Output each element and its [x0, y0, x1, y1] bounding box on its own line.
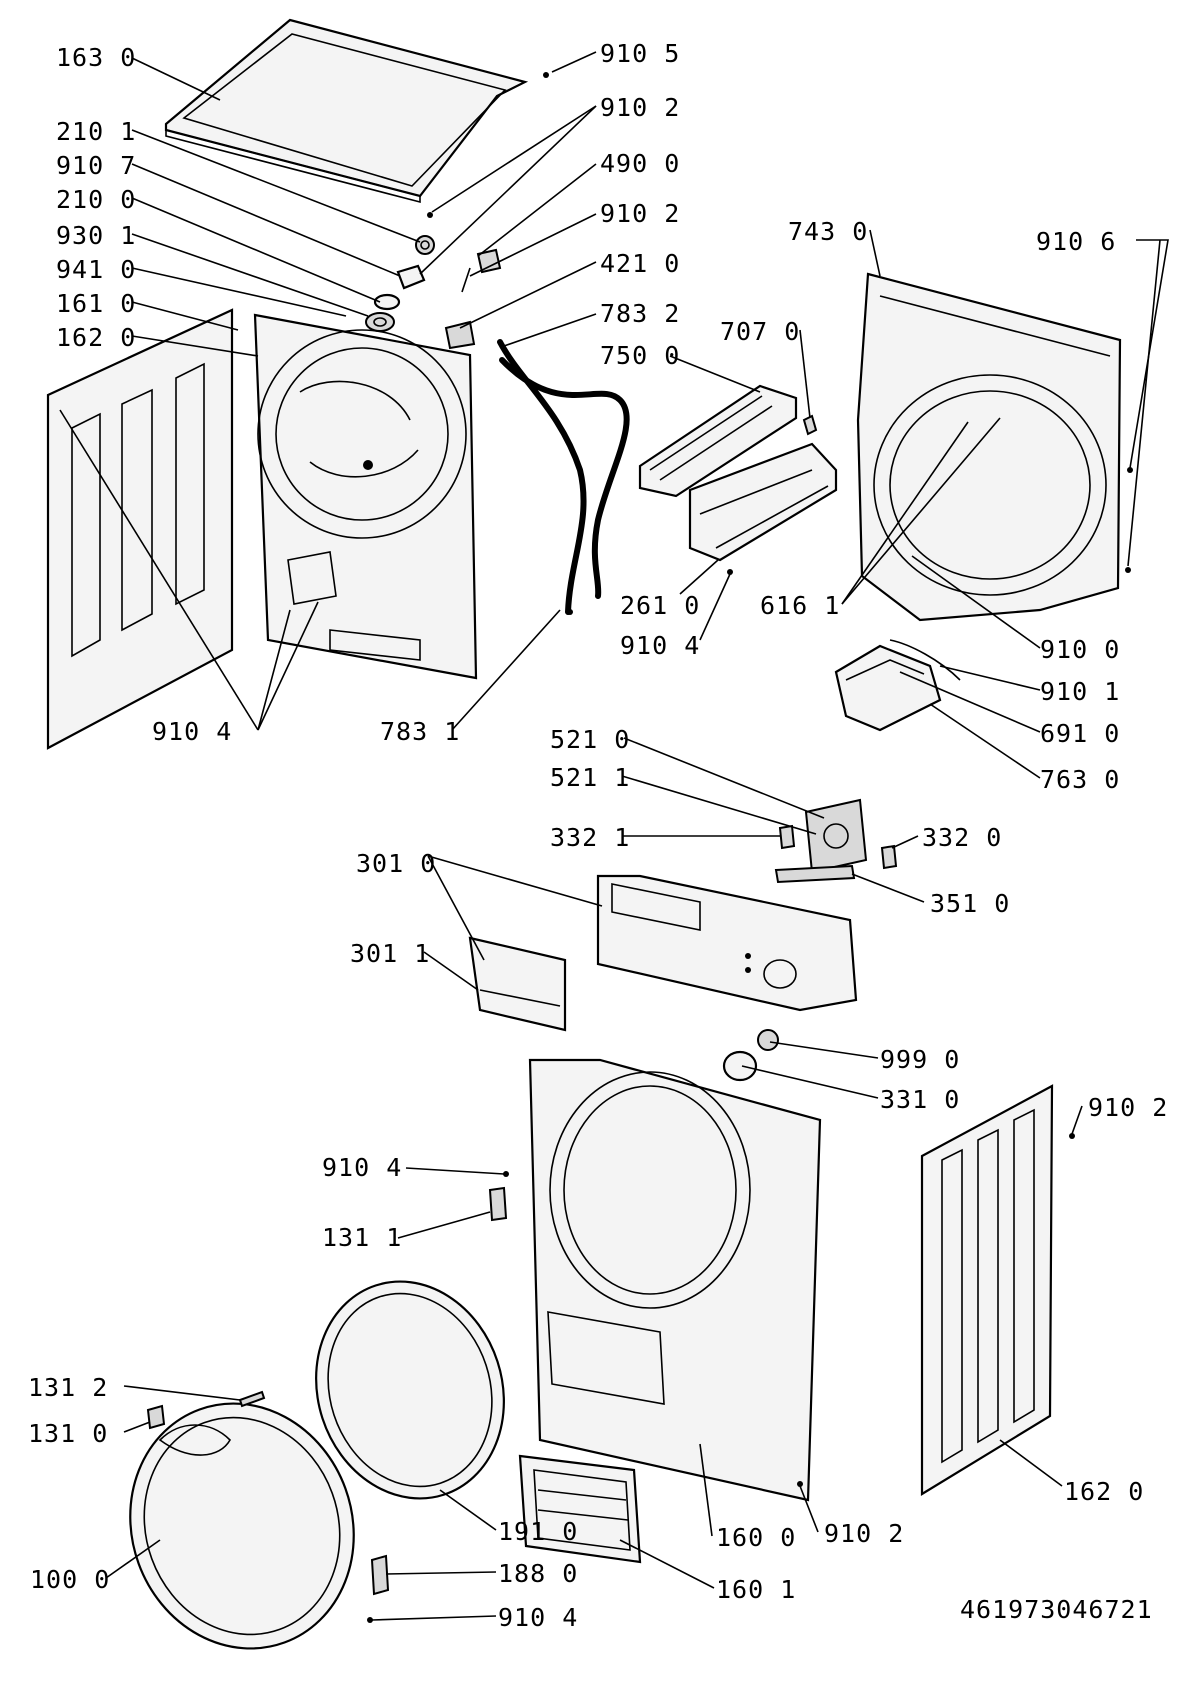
leader-lines	[59, 51, 1169, 1621]
callout-301-0: 301 0	[356, 849, 436, 878]
callout-131-0: 131 0	[28, 1419, 108, 1448]
callout-labels: 163 0 910 5 910 2 210 1 490 0 910 7 910 …	[28, 39, 1168, 1632]
callout-910-5: 910 5	[600, 39, 680, 68]
callout-160-1: 160 1	[716, 1575, 796, 1604]
lock-parts	[488, 1171, 509, 1222]
callout-616-1: 616 1	[760, 591, 840, 620]
callout-162-0: 162 0	[1064, 1477, 1144, 1506]
callout-707-0: 707 0	[720, 317, 800, 346]
control-panel-part	[596, 874, 858, 1012]
back-panel-part	[253, 313, 478, 680]
callout-100-0: 100 0	[30, 1565, 110, 1594]
door-part	[129, 1402, 355, 1650]
right-side-panel-part	[920, 1084, 1075, 1496]
callout-191-0: 191 0	[498, 1517, 578, 1546]
grille-part	[518, 1454, 642, 1564]
callout-930-1: 930 1	[56, 221, 136, 250]
callout-210-0: 210 0	[56, 185, 136, 214]
catalog-number: 461973046721	[960, 1595, 1153, 1624]
button-strip-part	[774, 864, 856, 884]
control-board-part	[804, 798, 868, 874]
callout-910-2: 910 2	[1088, 1093, 1168, 1122]
callout-910-6: 910 6	[1036, 227, 1116, 256]
callout-188-0: 188 0	[498, 1559, 578, 1588]
front-panel-part	[528, 1058, 822, 1502]
callout-750-0: 750 0	[600, 341, 680, 370]
callout-332-1: 332 1	[550, 823, 630, 852]
knob-parts	[722, 1029, 779, 1082]
callout-783-1: 783 1	[380, 717, 460, 746]
callout-331-0: 331 0	[880, 1085, 960, 1114]
callout-999-0: 999 0	[880, 1045, 960, 1074]
callout-162-0: 162 0	[56, 323, 136, 352]
switch-parts	[778, 824, 898, 870]
tray-part	[688, 442, 838, 575]
callout-910-1: 910 1	[1040, 677, 1120, 706]
callout-301-1: 301 1	[350, 939, 430, 968]
condenser-cover-part	[638, 384, 798, 498]
callout-910-2: 910 2	[600, 93, 680, 122]
callout-131-2: 131 2	[28, 1373, 108, 1402]
callout-521-1: 521 1	[550, 763, 630, 792]
callout-351-0: 351 0	[930, 889, 1010, 918]
hinge-hardware-parts	[365, 212, 435, 332]
clip-part	[802, 414, 818, 436]
callout-941-0: 941 0	[56, 255, 136, 284]
switch-components	[444, 248, 502, 350]
callout-131-1: 131 1	[322, 1223, 402, 1252]
left-side-panel-part	[46, 308, 234, 750]
callout-743-0: 743 0	[788, 217, 868, 246]
front-frame-part	[856, 272, 1133, 622]
callout-691-0: 691 0	[1040, 719, 1120, 748]
filter-parts	[834, 639, 961, 732]
callout-332-0: 332 0	[922, 823, 1002, 852]
callout-161-0: 161 0	[56, 289, 136, 318]
callout-763-0: 763 0	[1040, 765, 1120, 794]
hose-parts	[497, 339, 630, 615]
callout-521-0: 521 0	[550, 725, 630, 754]
callout-261-0: 261 0	[620, 591, 700, 620]
callout-163-0: 163 0	[56, 43, 136, 72]
callout-910-2: 910 2	[600, 199, 680, 228]
door-gasket-part	[315, 1280, 505, 1500]
water-container-part	[468, 936, 567, 1032]
callout-910-0: 910 0	[1040, 635, 1120, 664]
callout-910-4: 910 4	[322, 1153, 402, 1182]
callout-910-2: 910 2	[824, 1519, 904, 1548]
callout-910-4: 910 4	[498, 1603, 578, 1632]
door-hardware-parts	[146, 1390, 390, 1623]
callout-910-4: 910 4	[152, 717, 232, 746]
callout-421-0: 421 0	[600, 249, 680, 278]
callout-490-0: 490 0	[600, 149, 680, 178]
callout-783-2: 783 2	[600, 299, 680, 328]
top-cover-part	[164, 18, 549, 204]
callout-210-1: 210 1	[56, 117, 136, 146]
callout-910-7: 910 7	[56, 151, 136, 180]
callout-910-4: 910 4	[620, 631, 700, 660]
callout-160-0: 160 0	[716, 1523, 796, 1552]
